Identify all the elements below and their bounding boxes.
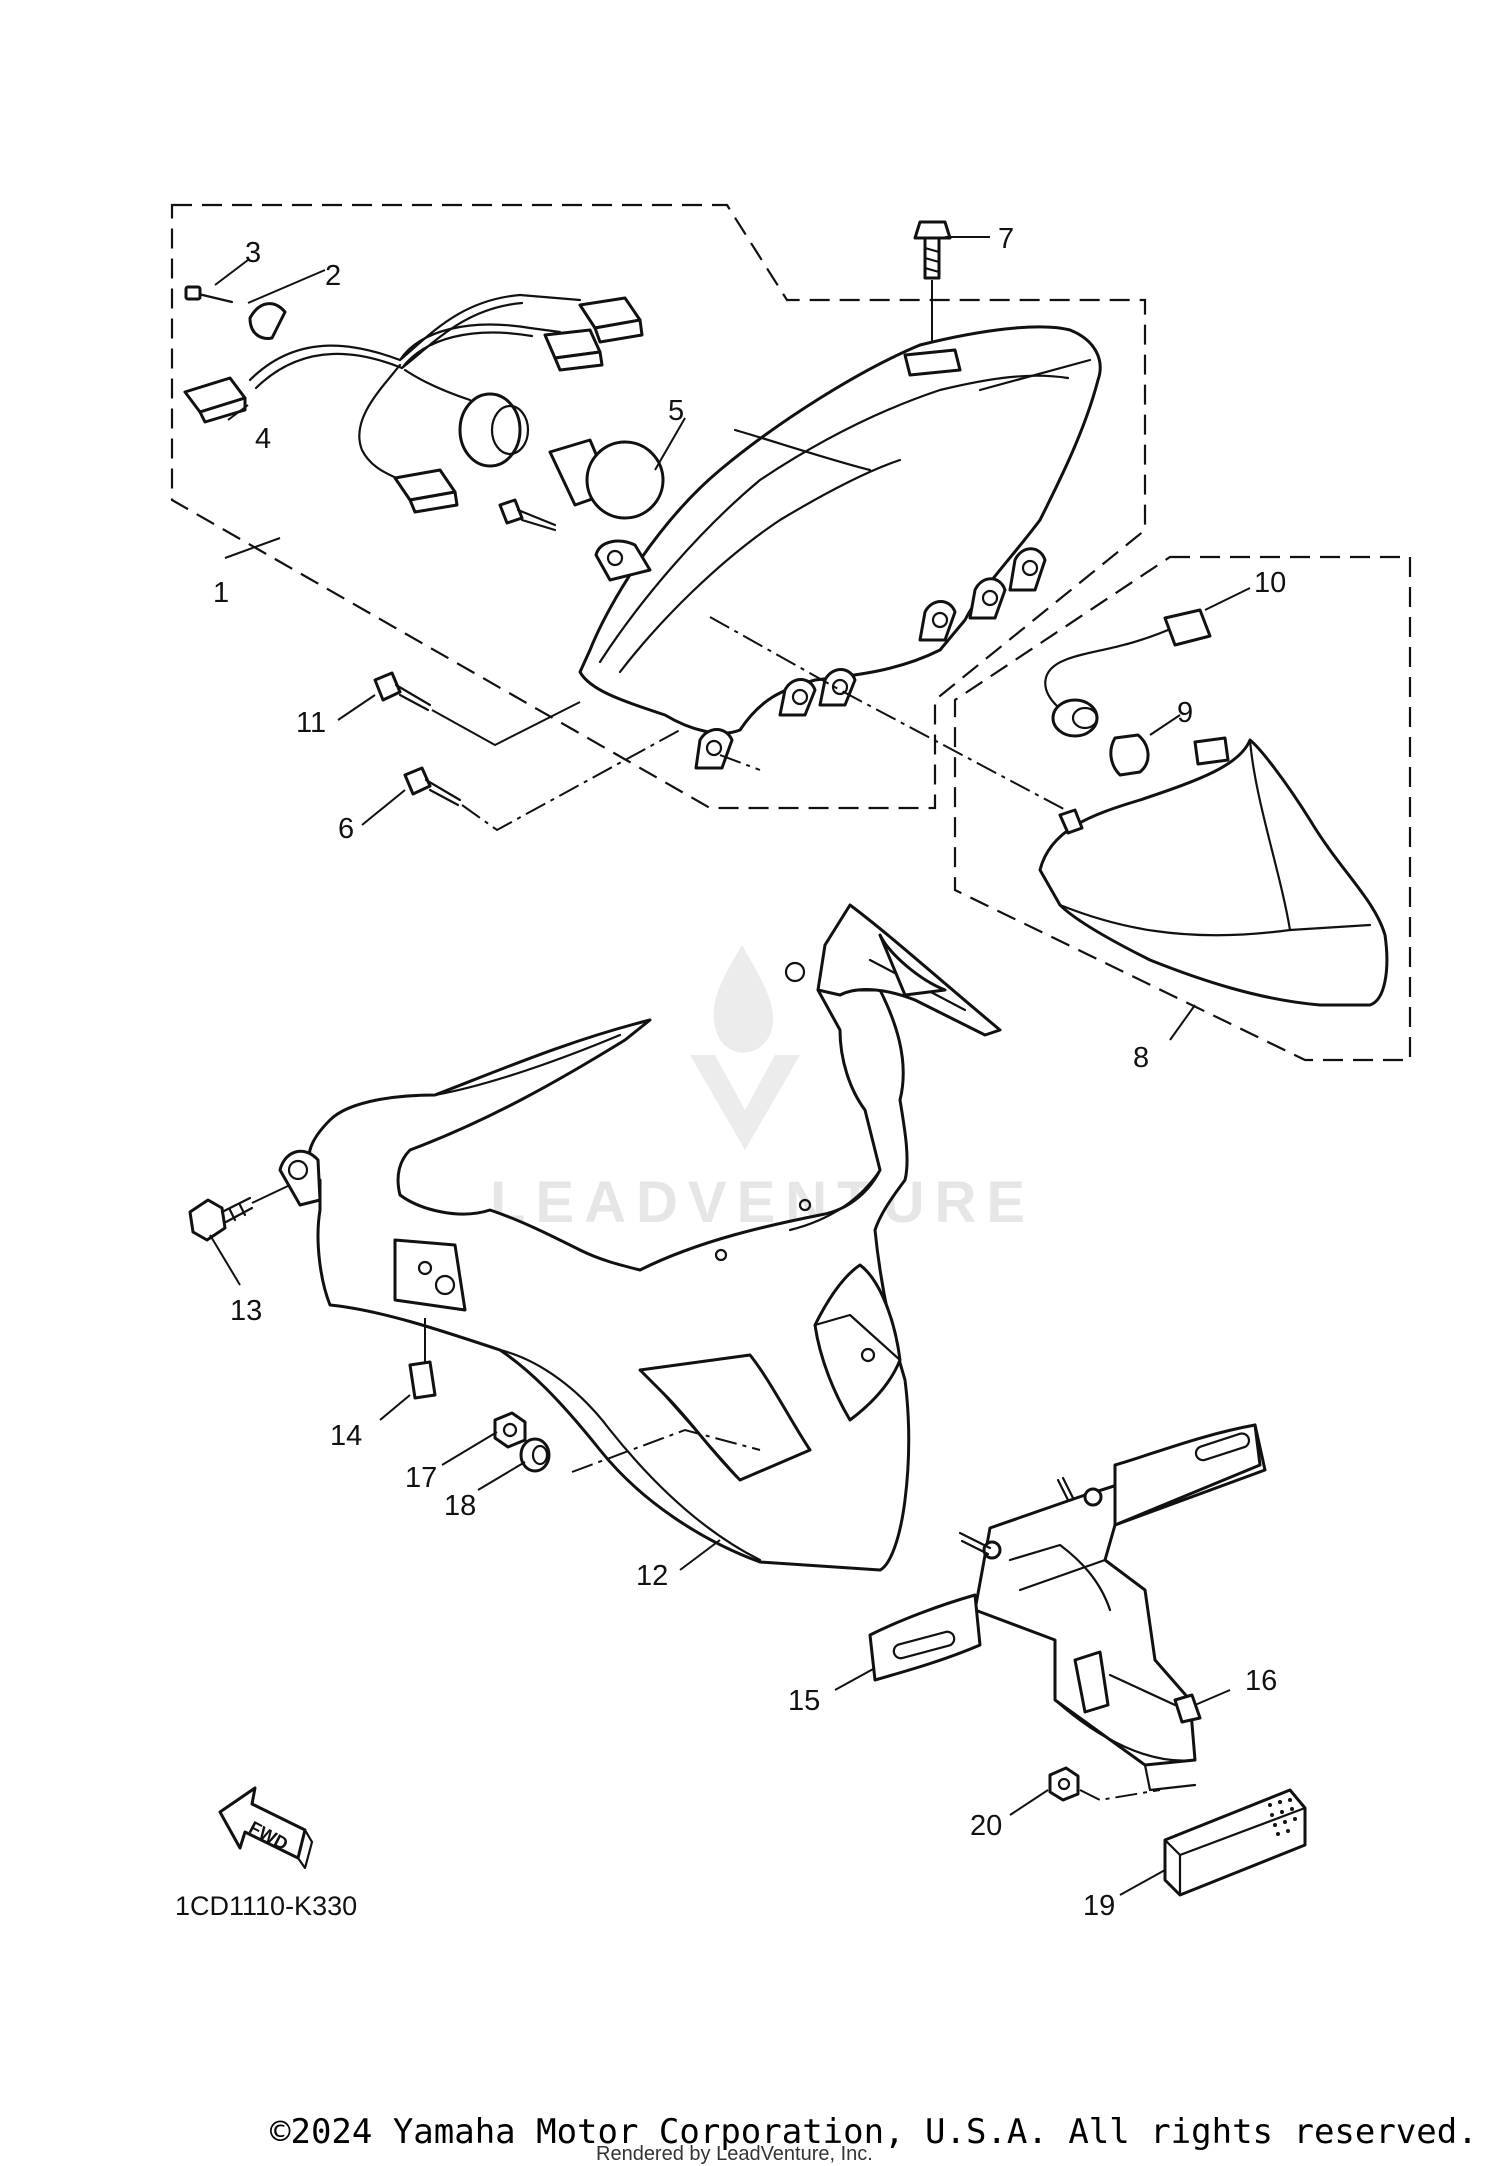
watermark-text: LEADVENTURE bbox=[490, 1170, 1035, 1235]
callout-7: 7 bbox=[998, 223, 1014, 255]
connector-lower bbox=[393, 468, 459, 514]
connector-top-1 bbox=[578, 296, 644, 344]
part-18-collar bbox=[519, 1437, 551, 1473]
part-17-nut bbox=[493, 1411, 527, 1449]
bracket-screw-left bbox=[958, 1531, 992, 1556]
bracket-screw-top bbox=[1056, 1476, 1075, 1502]
part-13-bolt bbox=[188, 1196, 254, 1242]
watermark-flame-icon bbox=[713, 945, 774, 1053]
callout-2: 2 bbox=[325, 260, 341, 292]
callout-labels: 1 2 3 4 5 6 7 8 9 10 11 12 13 14 15 16 1… bbox=[213, 223, 1286, 1922]
part-5-socket-and-bulb bbox=[458, 392, 665, 520]
part-10-socket-wire bbox=[1044, 608, 1212, 738]
callout-17: 17 bbox=[405, 1462, 437, 1494]
connector-top-2 bbox=[543, 328, 604, 372]
mount-line-lamp bbox=[709, 616, 1076, 816]
copyright-notice: ©2024 Yamaha Motor Corporation, U.S.A. A… bbox=[270, 2112, 1478, 2152]
callout-15: 15 bbox=[788, 1685, 820, 1717]
callout-10: 10 bbox=[1254, 567, 1286, 599]
fwd-arrow-icon: FWD bbox=[218, 1786, 314, 1870]
part-6-screw bbox=[403, 766, 462, 807]
mount-line-lamp-2 bbox=[719, 754, 761, 771]
callout-13: 13 bbox=[230, 1295, 262, 1327]
callout-5: 5 bbox=[668, 395, 684, 427]
leader-11 bbox=[431, 701, 581, 747]
watermark: LEADVENTURE bbox=[490, 945, 1035, 1235]
leader-6 bbox=[461, 729, 681, 832]
part-7-screw bbox=[913, 220, 952, 280]
leader-18-to-cover bbox=[571, 1428, 761, 1473]
part-12-tail-cover bbox=[278, 903, 1002, 1572]
callout-20: 20 bbox=[970, 1810, 1002, 1842]
rendered-by-notice: Rendered by LeadVenture, Inc. bbox=[596, 2143, 873, 2165]
reflector-pattern bbox=[1268, 1798, 1297, 1836]
callout-16: 16 bbox=[1245, 1665, 1277, 1697]
callout-4: 4 bbox=[255, 423, 271, 455]
callout-3: 3 bbox=[245, 237, 261, 269]
callout-14: 14 bbox=[330, 1420, 362, 1452]
part-4-connector bbox=[183, 376, 247, 424]
callout-9: 9 bbox=[1177, 697, 1193, 729]
callout-leaders bbox=[209, 236, 1251, 1896]
callout-1: 1 bbox=[213, 577, 229, 609]
callout-8: 8 bbox=[1133, 1042, 1149, 1074]
part-9-bulb bbox=[1109, 733, 1150, 777]
part-11-screw bbox=[373, 671, 432, 712]
leader-13-to-ear bbox=[251, 1184, 291, 1204]
part-20-nut bbox=[1048, 1766, 1080, 1802]
callout-18: 18 bbox=[444, 1490, 476, 1522]
part-14-clip-nut bbox=[408, 1360, 437, 1400]
part-19-reflector bbox=[1163, 1788, 1307, 1897]
group-box-8 bbox=[953, 555, 1412, 1062]
part-16-rivet bbox=[1108, 1673, 1202, 1724]
leader-20-to-bracket bbox=[1079, 1789, 1161, 1802]
watermark-v-icon bbox=[690, 1055, 800, 1150]
callout-12: 12 bbox=[636, 1560, 668, 1592]
diagram-code: 1CD1110-K330 bbox=[175, 1891, 357, 1921]
part-1-tail-light bbox=[578, 325, 1102, 770]
part-15-license-bracket bbox=[868, 1423, 1267, 1792]
callout-19: 19 bbox=[1083, 1890, 1115, 1922]
callout-6: 6 bbox=[338, 813, 354, 845]
callout-11: 11 bbox=[296, 707, 326, 739]
part-8-license-light bbox=[1038, 736, 1389, 1007]
wire-harness bbox=[248, 293, 582, 482]
screw-lamp-mount bbox=[498, 498, 557, 532]
part-2-clip bbox=[248, 302, 287, 340]
part-3-screw bbox=[184, 285, 234, 304]
group-box-1 bbox=[170, 203, 1147, 810]
